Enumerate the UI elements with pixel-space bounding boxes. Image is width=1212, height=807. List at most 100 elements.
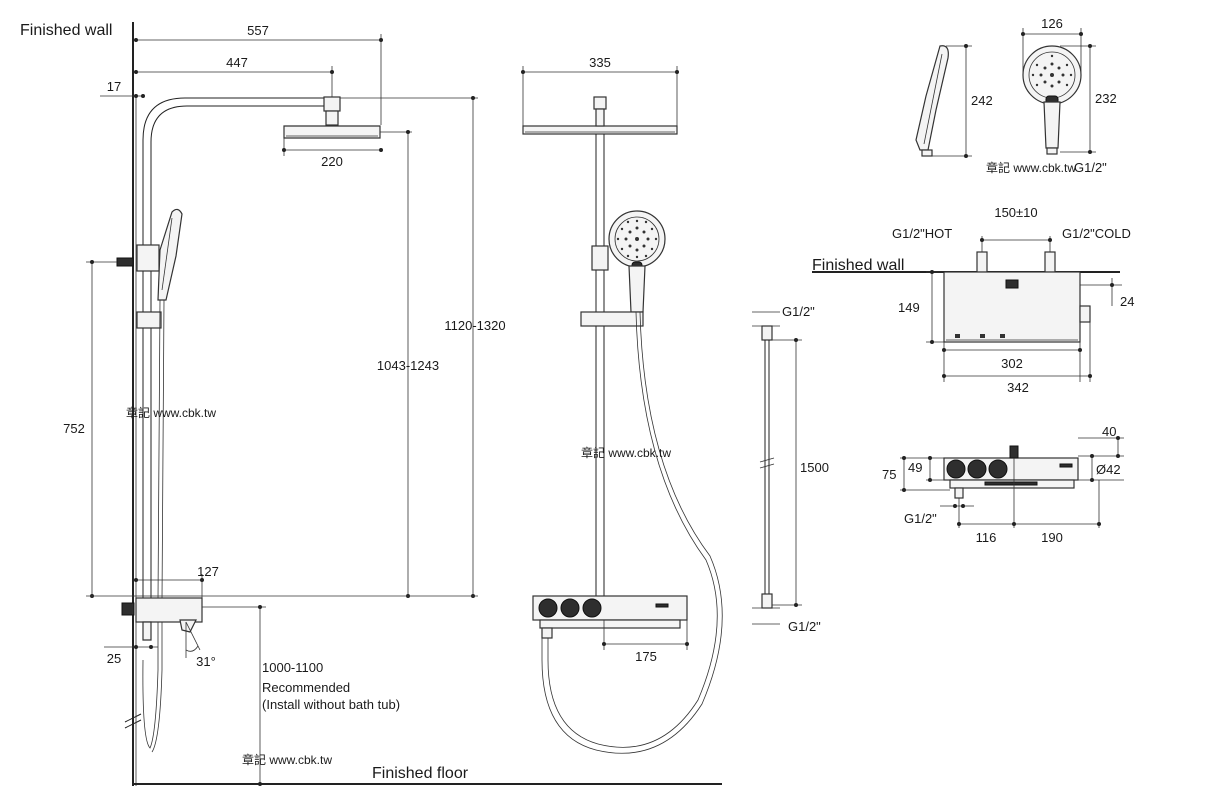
hand-shower-detail: 242 126 232 G1/2" 章記 www.cbk.tw <box>915 16 1117 175</box>
hose-front <box>547 311 718 748</box>
watermark: 章記 www.cbk.tw <box>986 160 1076 175</box>
dim-447: 447 <box>134 55 334 97</box>
install-note-label: (Install without bath tub) <box>262 697 400 712</box>
inlet-marker <box>116 257 134 267</box>
front-view: 335 175 章記 www.cbk.tw <box>521 55 723 754</box>
detail-knob-2 <box>967 459 987 479</box>
dim-1120-1320: 1120-1320 <box>340 96 506 598</box>
hose-front <box>541 311 723 754</box>
dim-49-label: 49 <box>908 460 922 475</box>
dim-127: 127 <box>134 564 219 598</box>
detail-top-connector <box>1009 445 1019 459</box>
dim-335: 335 <box>521 55 679 126</box>
riser-pipe <box>150 105 336 600</box>
dim-1043-1243: 1043-1243 <box>377 130 439 598</box>
dim-1043-1243-label: 1043-1243 <box>377 358 439 373</box>
dim-302-label: 302 <box>1001 356 1023 371</box>
hand-thread-label: G1/2" <box>1074 160 1107 175</box>
dim-752-label: 752 <box>63 421 85 436</box>
hose-side <box>151 299 165 753</box>
dim-175: 175 <box>602 620 689 664</box>
brand-plate <box>655 603 669 608</box>
watermark: 章記 www.cbk.tw <box>242 752 332 767</box>
dim-752: 752 <box>63 260 117 598</box>
dim-24-label: 24 <box>1120 294 1134 309</box>
wall-break-mark <box>124 713 142 723</box>
dim-25: 25 <box>104 645 158 666</box>
mixer-shelf <box>539 619 681 629</box>
arm-connector <box>323 96 341 112</box>
detail-handle <box>1043 101 1061 149</box>
recommended-height-label: 1000-1100 <box>262 660 323 675</box>
overhead-shower-head <box>283 125 381 139</box>
hand-shower-detail-side <box>915 45 949 151</box>
overhead-head-front <box>522 125 678 135</box>
detail-knob-1 <box>946 459 966 479</box>
dim-17: 17 <box>100 79 145 98</box>
dim-31-label: 31° <box>196 654 216 669</box>
watermark: 章記 www.cbk.tw <box>126 405 216 420</box>
dim-42-label: Ø42 <box>1096 462 1121 477</box>
finished-wall-label-right: Finished wall <box>812 257 904 274</box>
detail-bottom-outlet <box>954 487 964 499</box>
cold-inlet <box>1044 251 1056 273</box>
hose-length: 1500 <box>800 460 829 475</box>
watermark: 章記 www.cbk.tw <box>581 445 671 460</box>
dim-149-label: 149 <box>898 300 920 315</box>
dim-232-label: 232 <box>1095 91 1117 106</box>
dim-190-label: 190 <box>1041 530 1063 545</box>
spray-nozzles <box>616 219 658 259</box>
mixer-body-side <box>135 597 203 623</box>
dim-31-degrees: 31° <box>185 621 216 669</box>
hose-detail: G1/2" 1500 G1/2" <box>752 304 829 634</box>
dim-447-label: 447 <box>226 55 248 70</box>
recommended-label: Recommended <box>262 680 350 695</box>
mixer-top-handle <box>1079 305 1091 323</box>
mixer-front-detail: 40 Ø42 75 49 G1/2" 116 190 <box>882 424 1124 545</box>
dim-25-label: 25 <box>107 651 121 666</box>
dim-1120-1320-label: 1120-1320 <box>444 318 505 333</box>
dim-175-label: 175 <box>635 649 657 664</box>
dim-557-label: 557 <box>247 23 269 38</box>
mixer-top-connector <box>1005 279 1019 289</box>
control-knob-1 <box>538 598 558 618</box>
hand-shower-handle <box>628 265 646 313</box>
dim-75-label: 75 <box>882 467 896 482</box>
dim-335-label: 335 <box>589 55 611 70</box>
finished-floor-label: Finished floor <box>372 765 469 782</box>
head-connector <box>325 110 339 126</box>
hand-shower-side <box>157 208 183 301</box>
detail-knob-3 <box>988 459 1008 479</box>
lower-bracket-front <box>580 311 644 327</box>
dim-40-label: 40 <box>1102 424 1116 439</box>
mixer-top-view: 150±10 G1/2"HOT G1/2"COLD Finished wall … <box>812 205 1134 395</box>
riser-pipe <box>142 97 336 600</box>
dim-126-label: 126 <box>1041 16 1063 31</box>
dim-127-label: 127 <box>197 564 219 579</box>
control-knob-2 <box>560 598 580 618</box>
wall-break-mark <box>124 719 142 729</box>
mixer-outlet-front <box>541 627 553 639</box>
side-view: 557 447 17 220 1120-1320 <box>20 22 722 786</box>
hose-top-nut <box>761 325 773 341</box>
dim-116-label: 116 <box>976 530 997 545</box>
hose-side <box>142 299 161 749</box>
hot-inlet <box>976 251 988 273</box>
control-knob-3 <box>582 598 602 618</box>
dim-150-label: 150±10 <box>994 205 1037 220</box>
dim-557: 557 <box>134 23 383 125</box>
mixer-wall-inlet <box>121 602 135 616</box>
mixer-outlet-side <box>142 621 152 641</box>
bottom-thread-label: G1/2" <box>904 511 937 526</box>
cold-label: G1/2"COLD <box>1062 226 1131 241</box>
overhead-connector-front <box>593 96 607 110</box>
slider-front <box>591 245 609 271</box>
dim-342-label: 342 <box>1007 380 1029 395</box>
hot-label: G1/2"HOT <box>892 226 952 241</box>
dim-242-label: 242 <box>971 93 993 108</box>
wall-bracket-lower <box>136 311 162 329</box>
hose-bottom-thread: G1/2" <box>788 619 821 634</box>
hose-bottom-nut <box>761 593 773 609</box>
finished-wall-label-left: Finished wall <box>20 22 112 39</box>
